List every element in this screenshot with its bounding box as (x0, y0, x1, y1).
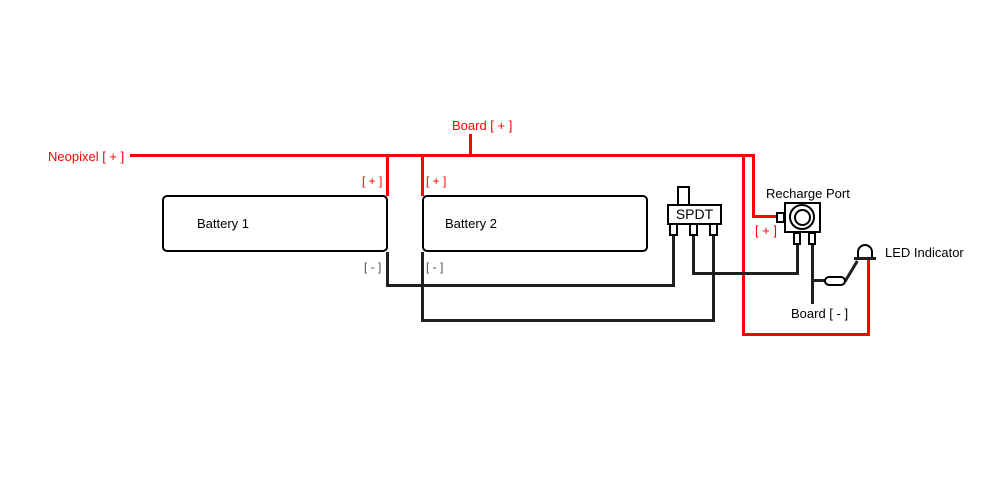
recharge-port-positive-label: [ + ] (755, 223, 778, 238)
led-base (854, 257, 876, 260)
board-positive-label: Board [ + ] (452, 118, 513, 133)
battery2-positive-wire (421, 154, 424, 196)
spdt-to-port-run-wire (692, 272, 799, 275)
recharge-port-positive-wire (752, 215, 778, 218)
led-positive-bottom-wire (742, 333, 870, 336)
battery1-negative-drop-wire (386, 252, 389, 287)
recharge-port-pin-right (808, 232, 816, 245)
battery1-positive-wire (386, 154, 389, 196)
spdt-actuator (677, 186, 690, 206)
positive-rail-wire (130, 154, 755, 157)
battery1-label: Battery 1 (197, 216, 250, 231)
battery1-negative-run-wire (386, 284, 675, 287)
led-positive-branch-wire (742, 154, 745, 336)
battery1-positive-terminal-label: [ + ] (362, 174, 383, 188)
recharge-port-label: Recharge Port (766, 186, 850, 201)
spdt-pin-right (709, 223, 718, 236)
battery2-negative-terminal-label: [ - ] (426, 260, 444, 274)
led-dome (857, 244, 873, 259)
board-positive-tap-wire (469, 134, 472, 157)
battery2-box (422, 195, 648, 252)
battery2-positive-terminal-label: [ + ] (426, 174, 447, 188)
battery2-negative-drop-wire (421, 252, 424, 322)
spdt-pin-left (669, 223, 678, 236)
recharge-port-pin-left (793, 232, 801, 245)
port-left-pin-riser-wire (796, 244, 799, 275)
recharge-port-barrel-inner (794, 209, 811, 226)
spdt-label: SPDT (675, 206, 714, 222)
spdt-pin-middle (689, 223, 698, 236)
led-positive-riser-wire (867, 258, 870, 336)
resistor (824, 276, 846, 286)
spdt-right-pin-wire (712, 234, 715, 322)
battery1-box (162, 195, 388, 252)
battery2-label: Battery 2 (445, 216, 498, 231)
resistor-left-lead-wire (811, 279, 825, 282)
led-indicator-label: LED Indicator (885, 245, 964, 260)
recharge-port-positive-drop-wire (752, 154, 755, 217)
resistor-to-led-wire (843, 260, 859, 283)
battery2-negative-run-wire (421, 319, 715, 322)
spdt-middle-pin-wire (692, 234, 695, 275)
battery1-negative-terminal-label: [ - ] (364, 260, 382, 274)
board-negative-label: Board [ - ] (791, 306, 849, 321)
neopixel-positive-label: Neopixel [ + ] (48, 149, 125, 164)
spdt-left-pin-wire (672, 234, 675, 287)
board-negative-lead-wire (811, 244, 814, 304)
